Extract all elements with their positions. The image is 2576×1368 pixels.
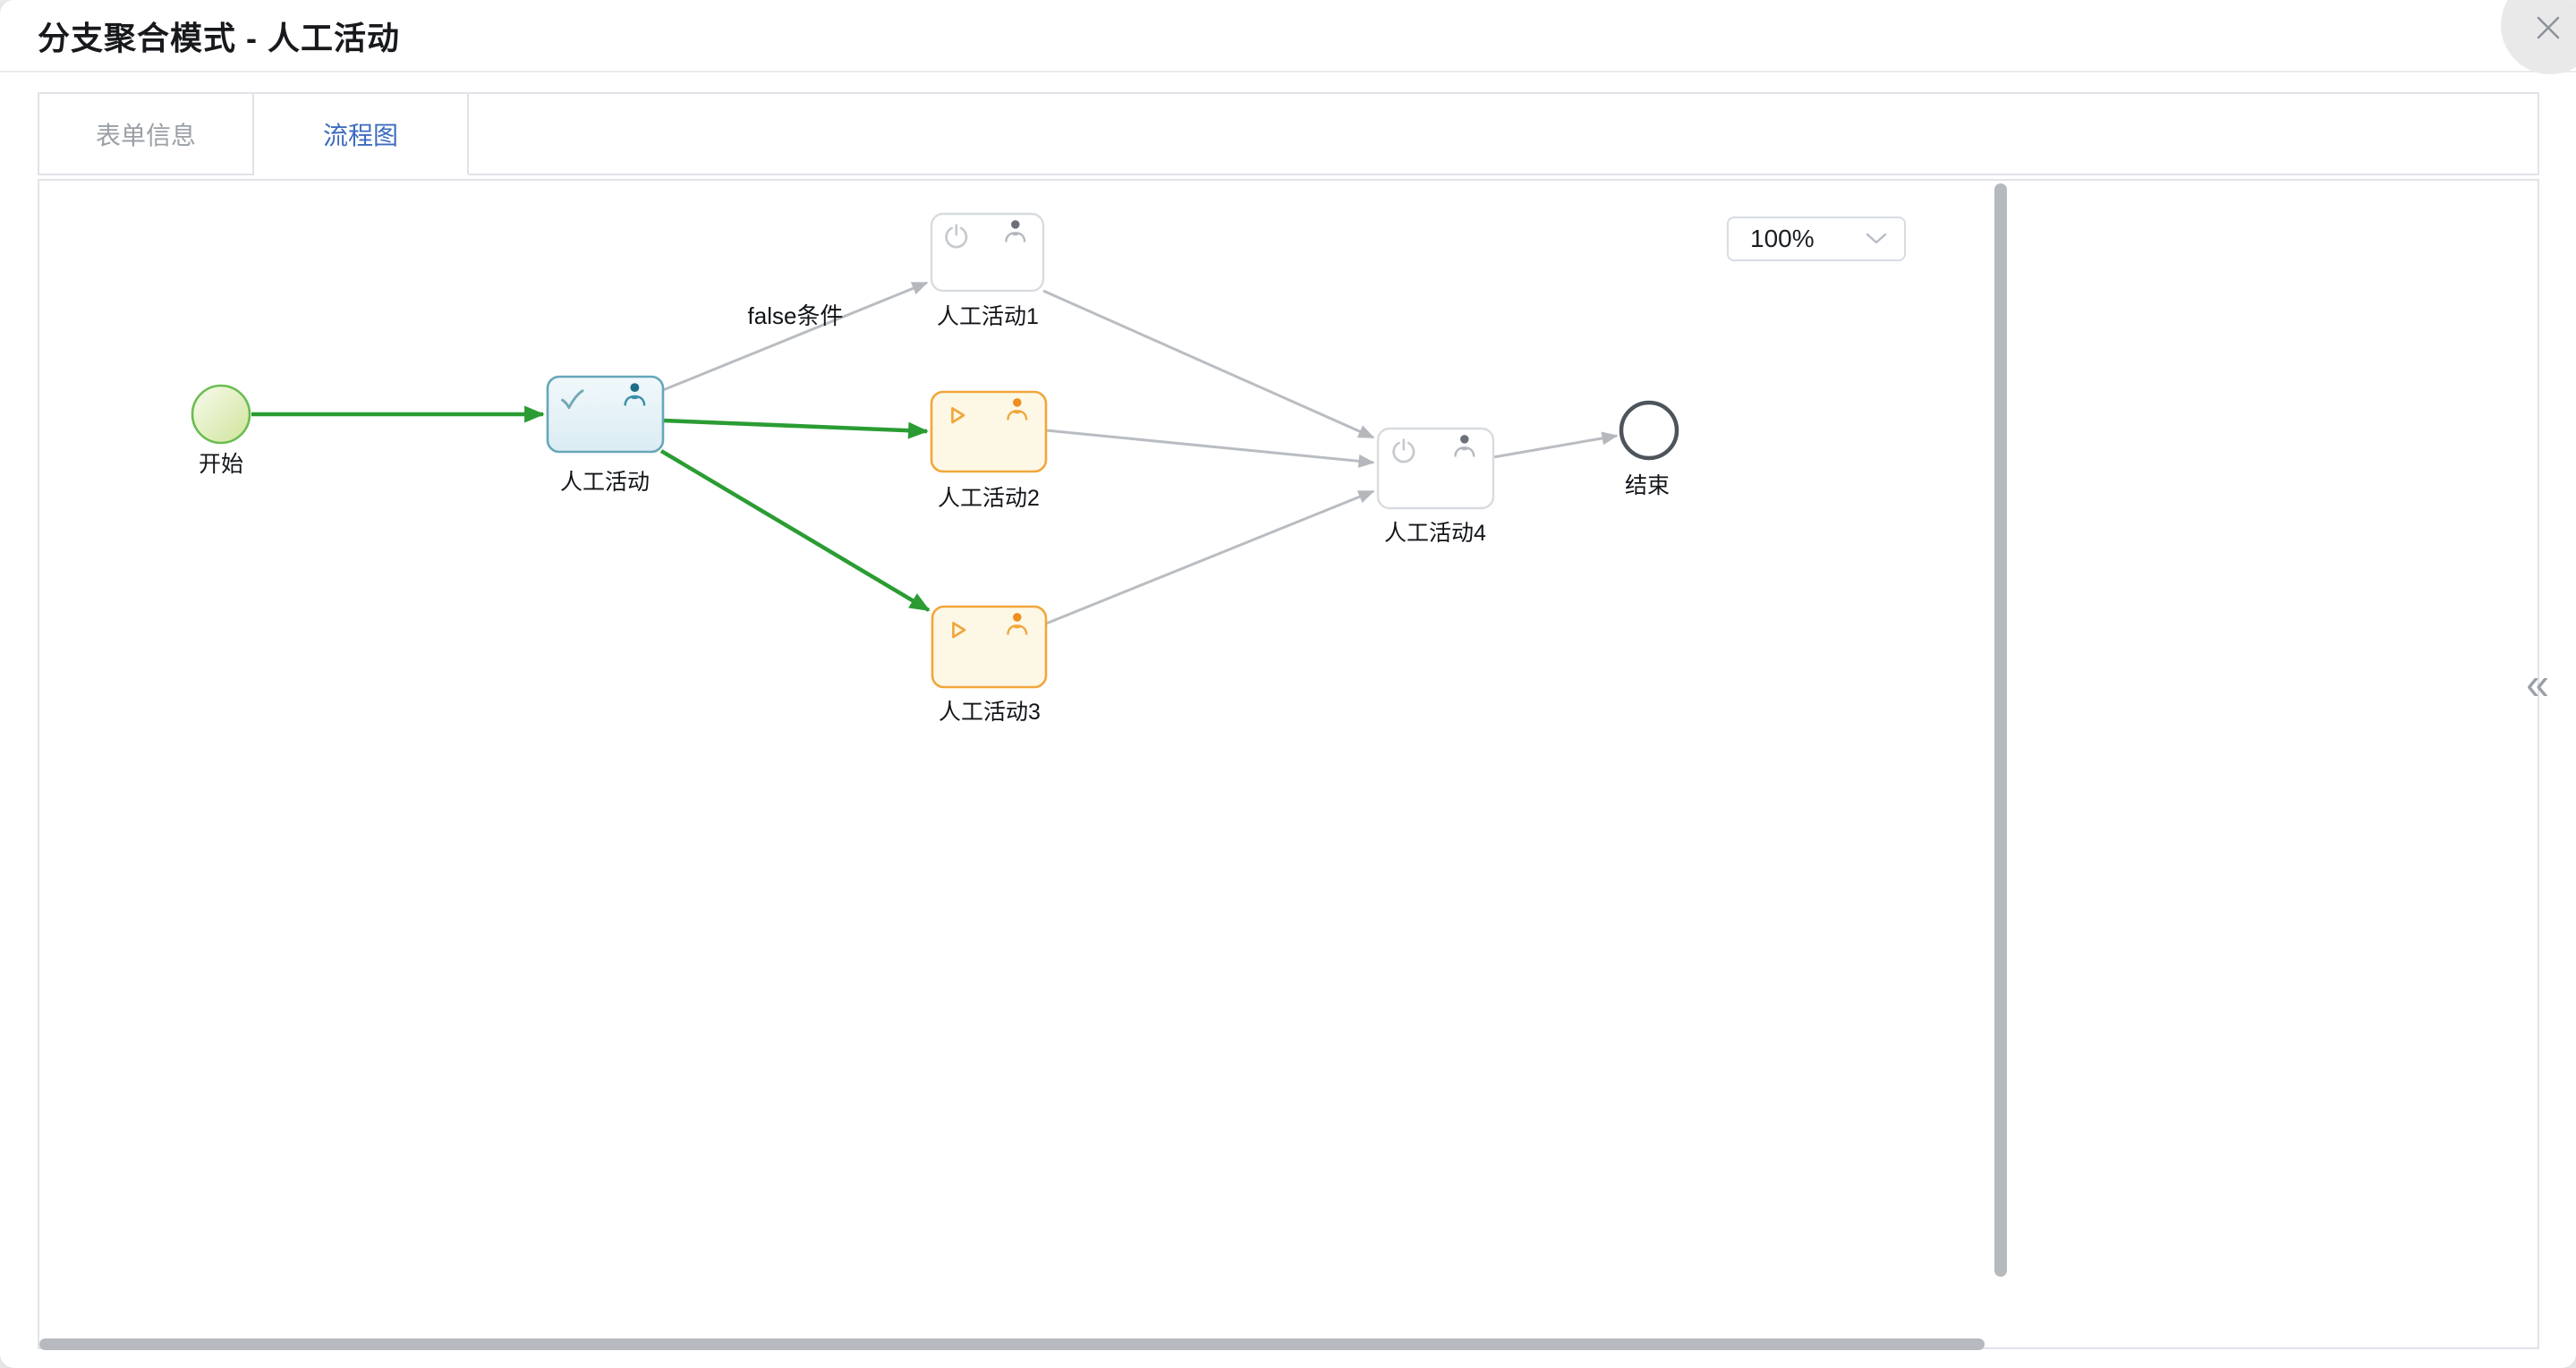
node-manual4-label: 人工活动4 xyxy=(1384,521,1486,546)
tab-form-info-label: 表单信息 xyxy=(95,121,196,149)
node-start-label: 开始 xyxy=(199,452,243,477)
edge-manual4-to-end xyxy=(1492,431,1619,459)
tab-bar-filler xyxy=(469,94,2538,175)
tab-flowchart[interactable]: 流程图 xyxy=(254,94,469,175)
node-manual3-label: 人工活动3 xyxy=(939,700,1041,725)
node-manual2-label: 人工活动2 xyxy=(938,486,1040,511)
node-user-task-manual[interactable]: 人工活动 xyxy=(546,375,665,495)
node-start-event[interactable]: 开始 xyxy=(191,384,251,477)
page-title: 分支聚合模式 - 人工活动 xyxy=(38,19,400,56)
flowchart-panel: false条件 开始 人工活动 人工 xyxy=(38,179,2539,1349)
tab-form-info[interactable]: 表单信息 xyxy=(39,94,254,175)
double-chevron-left-icon: « xyxy=(2526,658,2549,709)
chevron-down-icon xyxy=(1866,233,1887,244)
zoom-value: 100% xyxy=(1750,225,1815,252)
edge-manual-to-manual3 xyxy=(659,449,931,612)
collapse-panel-button[interactable]: « xyxy=(2512,659,2563,709)
node-manual1-label: 人工活动1 xyxy=(937,304,1039,329)
edge-label-false-condition: false条件 xyxy=(748,302,844,329)
tab-flowchart-label: 流程图 xyxy=(322,121,398,149)
node-user-task-manual2[interactable]: 人工活动2 xyxy=(930,390,1048,511)
edge-manual-to-manual2 xyxy=(662,418,929,439)
edge-manual-to-manual1 xyxy=(662,281,929,392)
node-user-task-manual3[interactable]: 人工活动3 xyxy=(931,605,1048,725)
node-user-task-manual1[interactable]: 人工活动1 xyxy=(930,212,1045,329)
node-end-label: 结束 xyxy=(1625,473,1670,498)
dialog-header: 分支聚合模式 - 人工活动 xyxy=(0,0,2576,72)
diagram-canvas[interactable]: false条件 开始 人工活动 人工 xyxy=(39,181,2541,1351)
edge-manual2-to-manual4 xyxy=(1045,429,1375,468)
node-end-event[interactable]: 结束 xyxy=(1619,400,1679,498)
tab-bar: 表单信息 流程图 xyxy=(38,92,2539,175)
edge-manual1-to-manual4 xyxy=(1042,289,1375,439)
horizontal-scrollbar-thumb[interactable] xyxy=(39,1338,1985,1350)
edge-manual3-to-manual4 xyxy=(1045,489,1375,625)
node-manual-label: 人工活动 xyxy=(560,470,650,495)
zoom-select[interactable]: 100% xyxy=(1727,217,1906,261)
node-user-task-manual4[interactable]: 人工活动4 xyxy=(1376,427,1495,546)
close-icon xyxy=(2537,16,2560,39)
vertical-scrollbar-thumb[interactable] xyxy=(1994,183,2007,1277)
